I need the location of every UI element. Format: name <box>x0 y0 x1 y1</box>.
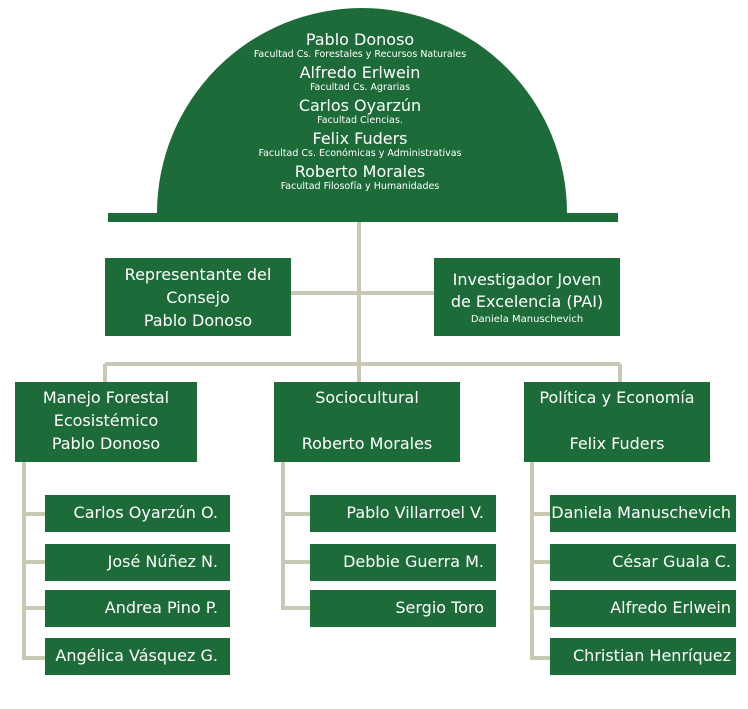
member-box: Daniela Manuschevich <box>550 495 736 532</box>
member-name: Alfredo Erlwein <box>610 598 731 617</box>
group-title-line1: Manejo Forestal <box>42 388 170 407</box>
member-box: Pablo Villarroel V. <box>310 495 496 532</box>
member-name: Debbie Guerra M. <box>343 552 484 571</box>
council-faculty: Facultad Filosofía y Humanidades <box>280 181 440 192</box>
member-box: Alfredo Erlwein <box>550 590 736 627</box>
group-title-line2 <box>274 409 460 432</box>
council-name: Alfredo Erlwein <box>299 63 421 82</box>
group-forestal-box: Manejo Forestal Ecosistémico Pablo Donos… <box>15 382 197 462</box>
pai-name: Daniela Manuschevich <box>470 313 584 325</box>
member-name: Andrea Pino P. <box>104 598 218 617</box>
pai-title-line1: Investigador Joven <box>452 269 602 289</box>
council-faculty: Facultad Cs. Agrarias <box>309 82 411 93</box>
group-title-line2 <box>524 409 710 432</box>
representative-name: Pablo Donoso <box>143 310 253 330</box>
council-name: Pablo Donoso <box>305 30 415 49</box>
member-box: Debbie Guerra M. <box>310 544 496 581</box>
member-name: Christian Henríquez <box>573 646 731 665</box>
group-sociocultural-box: Sociocultural Roberto Morales <box>274 382 460 462</box>
council-dome <box>157 8 567 213</box>
group-leader: Felix Fuders <box>569 434 665 453</box>
group-title-line1: Política y Economía <box>539 388 695 407</box>
group-title-line1: Sociocultural <box>315 388 419 407</box>
member-box: Sergio Toro <box>310 590 496 627</box>
member-name: Sergio Toro <box>395 598 484 617</box>
member-box: José Núñez N. <box>45 544 230 581</box>
council-name: Roberto Morales <box>294 162 426 181</box>
member-name: Daniela Manuschevich <box>551 503 731 522</box>
group-politica-box: Política y Economía Felix Fuders <box>524 382 710 462</box>
council-faculty: Facultad Cs. Forestales y Recursos Natur… <box>253 49 467 60</box>
council-base-bar <box>108 213 618 222</box>
council-faculty: Facultad Cs. Económicas y Administrativa… <box>258 148 462 159</box>
member-box: César Guala C. <box>550 544 736 581</box>
member-box: Andrea Pino P. <box>45 590 230 627</box>
member-name: Carlos Oyarzún O. <box>73 503 218 522</box>
member-box: Angélica Vásquez G. <box>45 638 230 675</box>
member-box: Christian Henríquez <box>550 638 736 675</box>
representative-title-line2: Consejo <box>166 287 230 307</box>
member-name: César Guala C. <box>612 552 731 571</box>
council-name: Carlos Oyarzún <box>298 96 422 115</box>
member-box: Carlos Oyarzún O. <box>45 495 230 532</box>
member-name: Angélica Vásquez G. <box>55 646 218 665</box>
pai-box: Investigador Joven de Excelencia (PAI) D… <box>434 258 620 336</box>
pai-title-line2: de Excelencia (PAI) <box>450 291 604 311</box>
council-members: Pablo Donoso Facultad Cs. Forestales y R… <box>150 30 570 195</box>
group-leader: Pablo Donoso <box>51 434 161 453</box>
council-faculty: Facultad Ciencias. <box>317 115 403 126</box>
group-leader: Roberto Morales <box>301 434 433 453</box>
council-name: Felix Fuders <box>312 129 408 148</box>
group-title-line2: Ecosistémico <box>53 411 159 430</box>
member-name: Pablo Villarroel V. <box>346 503 484 522</box>
representative-title-line1: Representante del <box>124 264 272 284</box>
representative-box: Representante del Consejo Pablo Donoso <box>105 258 291 336</box>
member-name: José Núñez N. <box>107 552 218 571</box>
